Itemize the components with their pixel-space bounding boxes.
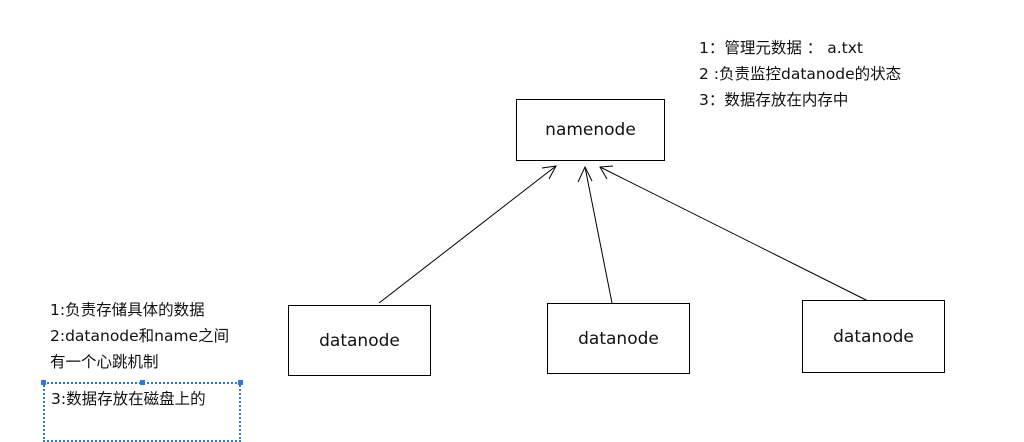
namenode-note-1: 1：管理元数据 ： a.txt — [699, 39, 863, 57]
arrowhead-2 — [577, 165, 593, 183]
datanode-label-2: datanode — [578, 328, 659, 349]
resize-handle-top-center[interactable] — [140, 380, 145, 385]
arrow-datanode-1-to-namenode — [378, 165, 557, 304]
datanode-notes: 1:负责存储具体的数据 2:datanode和name之间 有一个心跳机制 — [50, 297, 229, 375]
resize-handle-top-left[interactable] — [41, 380, 46, 385]
datanode-label-3: datanode — [833, 326, 914, 347]
datanode-note-3: 有一个心跳机制 — [50, 353, 159, 371]
datanode-note-1: 1:负责存储具体的数据 — [50, 301, 205, 319]
namenode-note-2: 2 :负责监控datanode的状态 — [699, 65, 902, 83]
connection-arrows — [378, 165, 873, 304]
namenode-box: namenode — [516, 99, 665, 161]
selected-text-box[interactable]: 3:数据存放在磁盘上的 — [41, 380, 243, 442]
resize-handle-top-right[interactable] — [238, 380, 243, 385]
datanode-note-2: 2:datanode和name之间 — [50, 327, 230, 345]
arrowhead-3 — [599, 165, 614, 180]
datanode-label-1: datanode — [319, 330, 400, 351]
arrow-datanode-2-to-namenode — [584, 166, 613, 304]
arrowhead-1 — [541, 165, 557, 180]
namenode-label: namenode — [545, 120, 636, 140]
namenode-notes: 1：管理元数据 ： a.txt 2 :负责监控datanode的状态 3：数据存… — [699, 35, 901, 113]
datanode-box-3: datanode — [802, 300, 945, 373]
datanode-note-4[interactable]: 3:数据存放在磁盘上的 — [51, 390, 206, 408]
namenode-note-3: 3：数据存放在内存中 — [699, 91, 849, 109]
datanode-box-2: datanode — [547, 303, 690, 374]
datanode-box-1: datanode — [288, 305, 431, 376]
arrow-datanode-3-to-namenode — [599, 166, 873, 304]
